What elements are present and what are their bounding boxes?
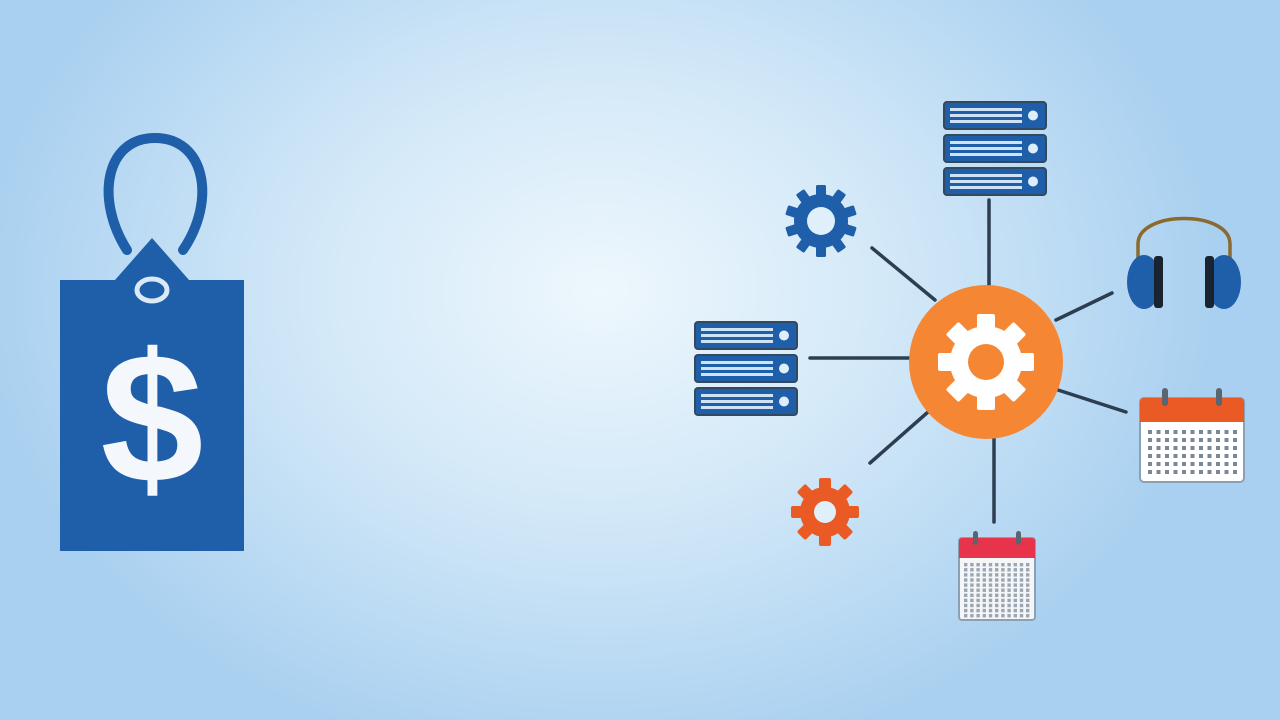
server-rack-left-icon [693,320,799,416]
gear-orange-icon [790,477,860,547]
hub-gear-icon [908,284,1064,440]
calendar-bottom-icon [957,530,1037,622]
calendar-right-icon [1138,386,1246,484]
headphones-icon [1124,192,1244,314]
dollar-sign: $ [101,316,204,522]
gear-blue-icon [784,184,858,258]
server-rack-top-icon [942,100,1048,196]
price-tag-icon: $ [55,130,250,555]
